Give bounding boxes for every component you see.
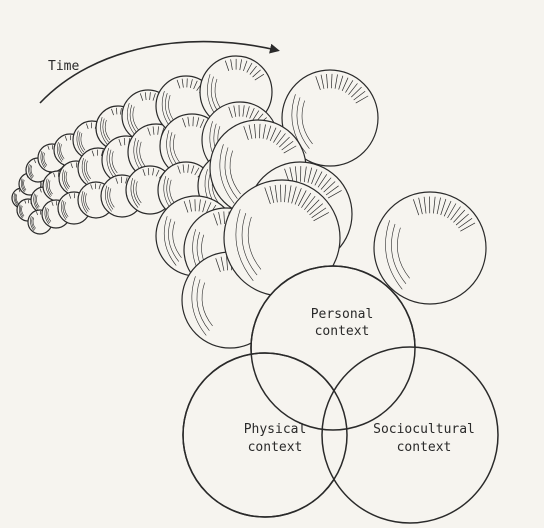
- sociocultural-label-line2: context: [397, 440, 452, 455]
- physical-label-line1: Physical: [244, 422, 307, 437]
- personal-label-line1: Personal: [311, 307, 374, 322]
- personal-label-line2: context: [315, 324, 370, 339]
- sphere-trail: [12, 56, 486, 348]
- sociocultural-label-line1: Sociocultural: [373, 422, 475, 437]
- time-label: Time: [48, 59, 79, 74]
- sphere-32: [374, 192, 486, 304]
- physical-label-line2: context: [248, 440, 303, 455]
